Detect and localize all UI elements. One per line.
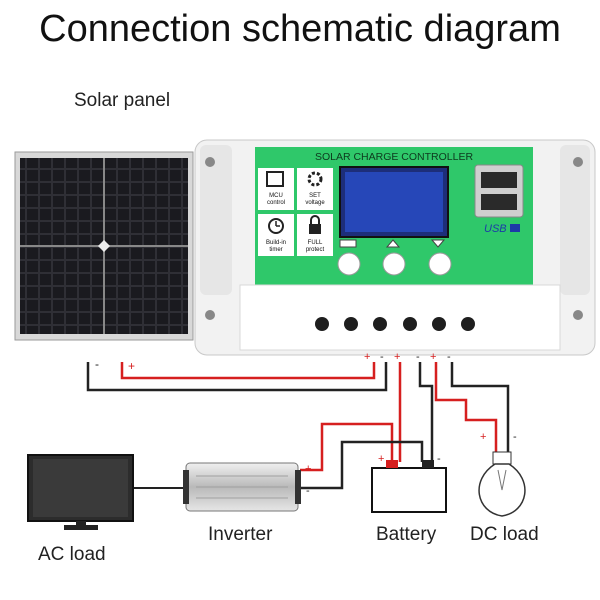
terminal-row xyxy=(315,317,475,331)
protect-line-1: FULL xyxy=(308,240,323,246)
set-voltage-tile: SET voltage xyxy=(297,168,333,210)
dc-positive-wire xyxy=(434,362,498,452)
usb-label: USB xyxy=(484,223,507,235)
gear-icon xyxy=(307,171,323,187)
ac-load-monitor xyxy=(27,454,134,530)
inverter-negative-wire xyxy=(300,440,424,490)
timer-tile: Build-in timer xyxy=(258,214,294,256)
timer-line-2: timer xyxy=(269,247,282,253)
battery-label: Battery xyxy=(376,524,437,545)
dc-load-label: DC load xyxy=(470,524,539,545)
ctrl-dc-minus-mark: - xyxy=(447,351,451,363)
controller-header: SOLAR CHARGE CONTROLLER xyxy=(315,151,474,163)
down-button[interactable] xyxy=(428,252,452,276)
battery-minus-mark: - xyxy=(437,453,441,465)
ctrl-solar-plus-mark: + xyxy=(364,351,370,363)
solar-panel xyxy=(14,151,194,341)
solar-minus-mark: - xyxy=(95,357,99,371)
lcd-screen xyxy=(345,172,443,232)
solar-plus-mark: + xyxy=(128,359,135,373)
inverter-device xyxy=(183,462,301,512)
dc-load-bulb xyxy=(478,451,526,517)
ctrl-batt-minus-mark: - xyxy=(416,351,420,363)
dc-load-minus-mark: - xyxy=(513,431,517,443)
chip-icon xyxy=(266,171,284,187)
menu-button[interactable] xyxy=(337,252,361,276)
mcu-tile: MCU control xyxy=(258,168,294,210)
usb-battery-icon xyxy=(510,224,520,232)
ctrl-dc-plus-mark: + xyxy=(430,351,436,363)
up-arrow-icon xyxy=(385,239,401,248)
up-button[interactable] xyxy=(382,252,406,276)
inverter-plus-mark: + xyxy=(305,463,311,475)
inverter-label: Inverter xyxy=(208,524,273,545)
ac-load-label: AC load xyxy=(38,544,106,565)
ctrl-solar-minus-mark: - xyxy=(380,351,384,363)
timer-line-1: Build-in xyxy=(266,240,286,246)
solar-panel-label: Solar panel xyxy=(74,90,171,111)
solar-icon-indicator xyxy=(339,239,357,248)
inverter-minus-mark: - xyxy=(306,485,310,497)
dc-load-plus-mark: + xyxy=(480,431,486,443)
clock-icon xyxy=(268,218,284,234)
mcu-line-2: control xyxy=(267,200,285,206)
protect-tile: FULL protect xyxy=(297,214,333,256)
battery-negative-wire xyxy=(418,362,434,462)
solar-negative-wire xyxy=(86,362,388,392)
ctrl-batt-plus-mark: + xyxy=(394,351,400,363)
battery-plus-mark: + xyxy=(378,453,384,465)
battery-device xyxy=(371,460,447,513)
lock-icon xyxy=(309,224,321,234)
inverter-positive-wire xyxy=(300,422,394,472)
solar-positive-wire xyxy=(120,362,376,380)
mcu-line-1: MCU xyxy=(269,193,283,199)
set-line-1: SET xyxy=(309,193,321,199)
down-arrow-icon xyxy=(430,239,446,248)
protect-line-2: protect xyxy=(306,247,325,253)
dc-negative-wire xyxy=(450,362,510,452)
usb-ports xyxy=(474,164,524,218)
page-title: Connection schematic diagram xyxy=(39,8,561,50)
set-line-2: voltage xyxy=(305,200,325,206)
